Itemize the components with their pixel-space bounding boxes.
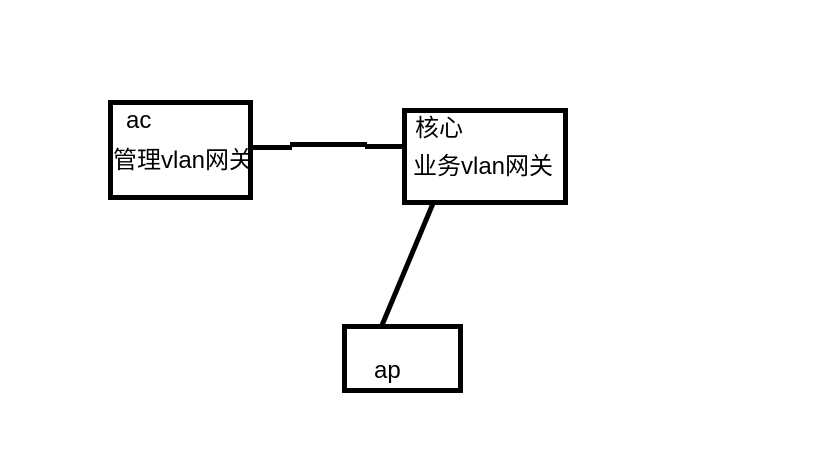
node-ac-title: ac xyxy=(126,107,152,134)
connector-core-ap xyxy=(377,200,437,331)
node-ap: ap xyxy=(342,324,463,393)
node-core-title: 核心 xyxy=(415,115,463,142)
node-ap-title: ap xyxy=(374,357,401,384)
node-core-subtitle: 业务vlan网关 xyxy=(413,153,554,180)
connector-ac-core xyxy=(250,142,405,150)
node-core: 核心 业务vlan网关 xyxy=(402,108,568,205)
node-ac-subtitle: 管理vlan网关 xyxy=(113,147,254,174)
node-ac: ac 管理vlan网关 xyxy=(108,100,253,200)
